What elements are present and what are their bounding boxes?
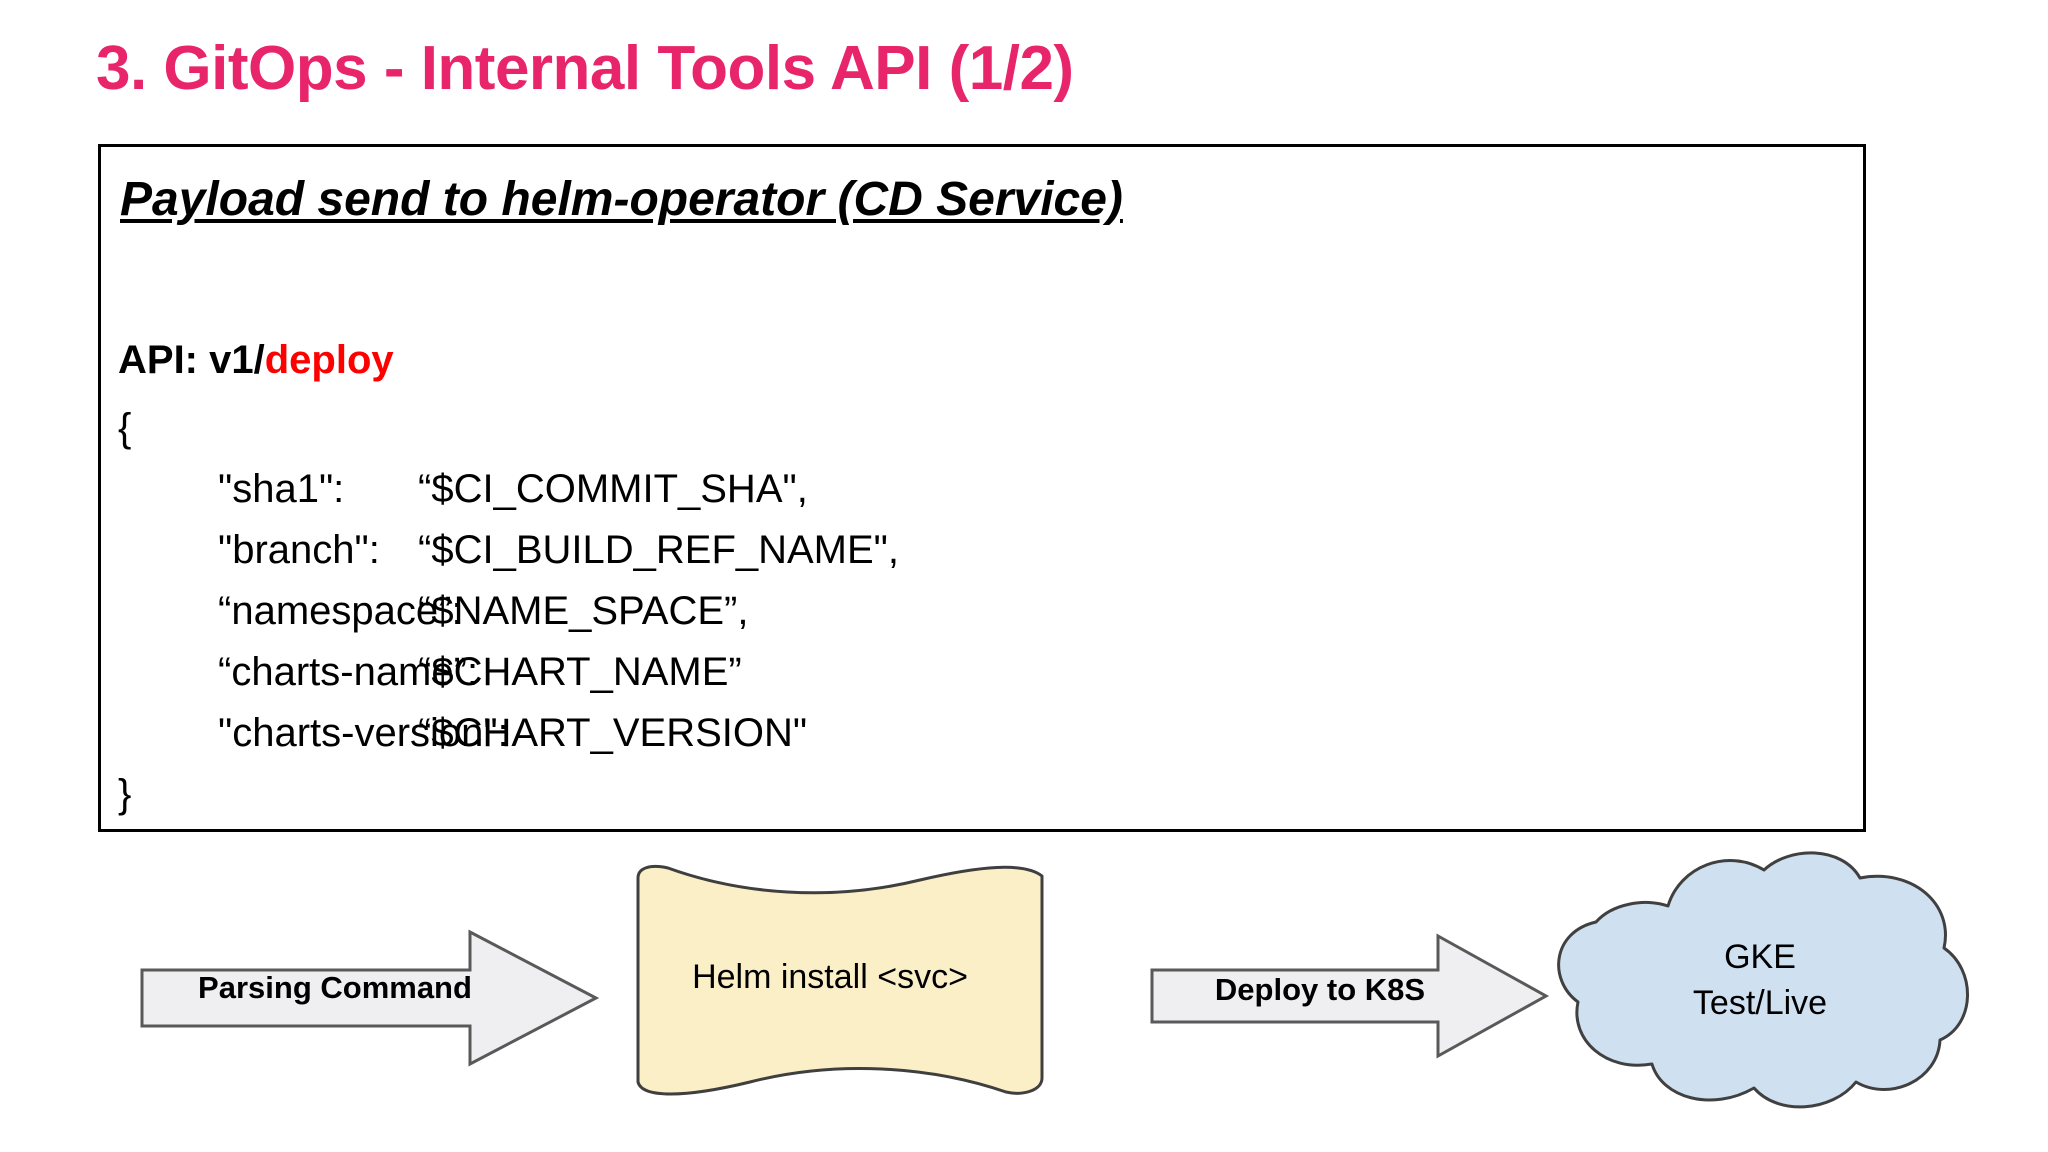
json-close-brace: } — [118, 772, 132, 816]
json-value: “$CI_BUILD_REF_NAME", — [418, 528, 899, 572]
cloud-shape-gke — [1557, 851, 1969, 1109]
page-title: 3. GitOps - Internal Tools API (1/2) — [96, 34, 1074, 103]
right-arrow-icon-deploy — [1150, 933, 1550, 1059]
cloud-label-line1: GKE — [1724, 938, 1796, 976]
arrow-parsing-label: Parsing Command — [198, 970, 472, 1005]
json-payload-block: { "sha1": “$CI_COMMIT_SHA", "branch": “$… — [118, 398, 899, 825]
json-key: "branch": — [218, 528, 380, 572]
json-row: "sha1": “$CI_COMMIT_SHA", — [118, 459, 899, 520]
json-row: "charts-version": “$CHART_VERSION" — [118, 703, 899, 764]
payload-panel — [98, 144, 1866, 832]
json-row: “charts-name”: “$CHART_NAME” — [118, 642, 899, 703]
json-key: “charts-name”: — [218, 650, 479, 694]
json-value: “$CHART_VERSION" — [418, 711, 808, 755]
wave-banner-shape — [636, 864, 1044, 1096]
right-arrow-icon-parsing — [140, 929, 600, 1067]
json-open-brace: { — [118, 406, 132, 450]
json-key: “namespace”: — [218, 589, 463, 633]
arrow-deploy-label: Deploy to K8S — [1214, 972, 1426, 1007]
payload-heading: Payload send to helm-operator (CD Servic… — [120, 173, 1123, 226]
flow-diagram: Parsing Command Helm install <svc> Deplo… — [0, 840, 2048, 1152]
api-label: API: v1/ — [118, 338, 265, 382]
cloud-label: GKE Test/Live — [1600, 934, 1920, 1026]
json-value: “$CI_COMMIT_SHA", — [418, 467, 808, 511]
api-line: API: v1/deploy — [118, 338, 394, 383]
json-value: “$CHART_NAME” — [418, 650, 742, 694]
json-value: “$NAME_SPACE”, — [418, 589, 749, 633]
cloud-label-line2: Test/Live — [1692, 984, 1828, 1022]
json-key: "charts-version": — [218, 711, 509, 755]
json-key: "sha1": — [218, 467, 345, 511]
json-row: "branch": “$CI_BUILD_REF_NAME", — [118, 520, 899, 581]
banner-label: Helm install <svc> — [692, 958, 968, 996]
json-row: “namespace”: “$NAME_SPACE”, — [118, 581, 899, 642]
api-endpoint: deploy — [264, 338, 394, 382]
